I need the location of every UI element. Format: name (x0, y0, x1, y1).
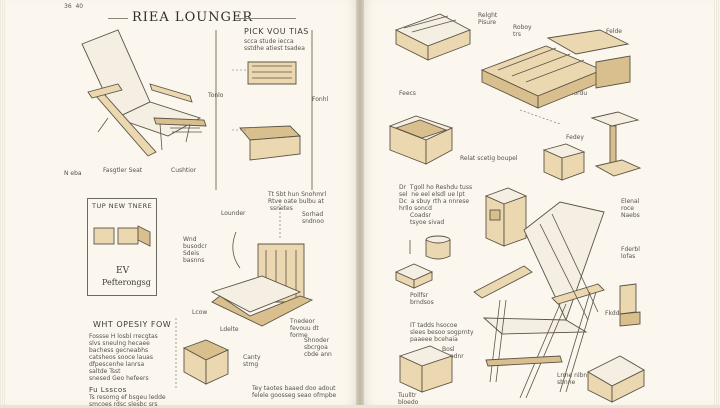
label-arm: Fkddes (605, 310, 627, 317)
footrest-drawing (587, 355, 645, 403)
label-cup: Coadsr tsyoe sivad (410, 212, 445, 226)
footer-heading: Fu Lsscos (89, 386, 127, 394)
label-box: Tuulltr bloedo (398, 392, 419, 406)
label-side-panel: Felde (606, 28, 622, 35)
label-panel: Elenal roce Naebs (621, 198, 640, 219)
label-back: Sorhad sndnoo (302, 211, 324, 225)
label-lid: Pollfsr brndsos (410, 292, 434, 306)
label-fasten-seat: Fasgtler Seat (103, 167, 143, 174)
section-text: Fossse H losbl rrecgtas slvs sneulng hec… (89, 333, 158, 382)
footer-right-text: Tey taotes baaed doo adout felele goosse… (252, 385, 337, 399)
label-wnd: Wnd busodcr Sdeis basnns (183, 236, 207, 264)
cabinet-drawing (484, 187, 528, 247)
bracket-drawing (619, 283, 641, 327)
label-stack: Shnoder sbcrgoa cbde ann (304, 337, 332, 358)
label-seat-block: Relat scetig boupel (460, 155, 518, 162)
label-base: Bosl Copdnr (442, 346, 464, 360)
box-parts-drawing (93, 225, 151, 247)
section-heading: WHT OPESIY FOW (93, 320, 172, 329)
label-bars: Roboy trs (513, 24, 532, 38)
left-page (0, 0, 358, 405)
cup-drawing (409, 235, 451, 260)
step-subtext: scca stude iecca sstdhe atiest tsadea (244, 38, 305, 52)
label-cushion: Cushtior (171, 167, 197, 174)
label-feet: Feecs (399, 90, 416, 97)
parts-box (87, 198, 157, 296)
box-heading: TUP NEW TNERE (92, 202, 153, 210)
title-rule-left (108, 18, 128, 19)
page-number: 36 40 (64, 3, 84, 10)
side-table-drawing (590, 111, 642, 177)
seat-assembly-drawing (210, 200, 314, 327)
label-frame: Fedey (566, 134, 584, 141)
label-ldelte: Ldelte (220, 326, 239, 333)
step-heading: PICK VOU TIAS (244, 27, 309, 36)
label-lounder: Lounder (221, 210, 246, 217)
hinge-note: Dr Tgoll ho Reshdu tuss sel ne eel elsdl… (399, 184, 473, 212)
label-lcow: Lcow (192, 309, 208, 316)
box-text-2: Pefterongsg (102, 278, 151, 287)
lounger-chair-drawing (81, 29, 207, 157)
bench-top-drawing (394, 13, 472, 61)
label-top-bench: Relght Pisure (478, 12, 498, 26)
small-stool-drawing (175, 318, 230, 388)
label-side-note: N eba (64, 170, 82, 177)
big-chair-drawing (473, 201, 605, 399)
planter-drawing (542, 143, 586, 181)
box-text-1: EV (116, 266, 130, 276)
bed-frame-drawing (480, 29, 631, 125)
hinge-box-drawing (388, 115, 454, 165)
label-hole: Hordu (569, 90, 588, 97)
left-page-edge (0, 0, 6, 405)
right-page-edge (714, 0, 720, 405)
bottom-note: IT tadds hsocoe slees besoo sogprnty paa… (410, 322, 474, 343)
label-side: Tnedeor fevouu dt forme (290, 318, 319, 339)
page-title: RIEA LOUNGER (132, 10, 254, 25)
assembly-note: Tt Sbt hun Snohmrl Rtve oate bulbu at ss… (268, 191, 327, 212)
storage-box-drawing (398, 345, 454, 393)
label-wood: Fderbl lofas (621, 246, 640, 260)
book-gutter (356, 0, 364, 405)
label-canty: Canty stmg (243, 354, 261, 368)
tray-drawing (394, 263, 434, 289)
frame-part-drawings (215, 30, 313, 190)
title-rule-right (236, 18, 296, 19)
label-side-b: Fonhl (312, 96, 329, 103)
